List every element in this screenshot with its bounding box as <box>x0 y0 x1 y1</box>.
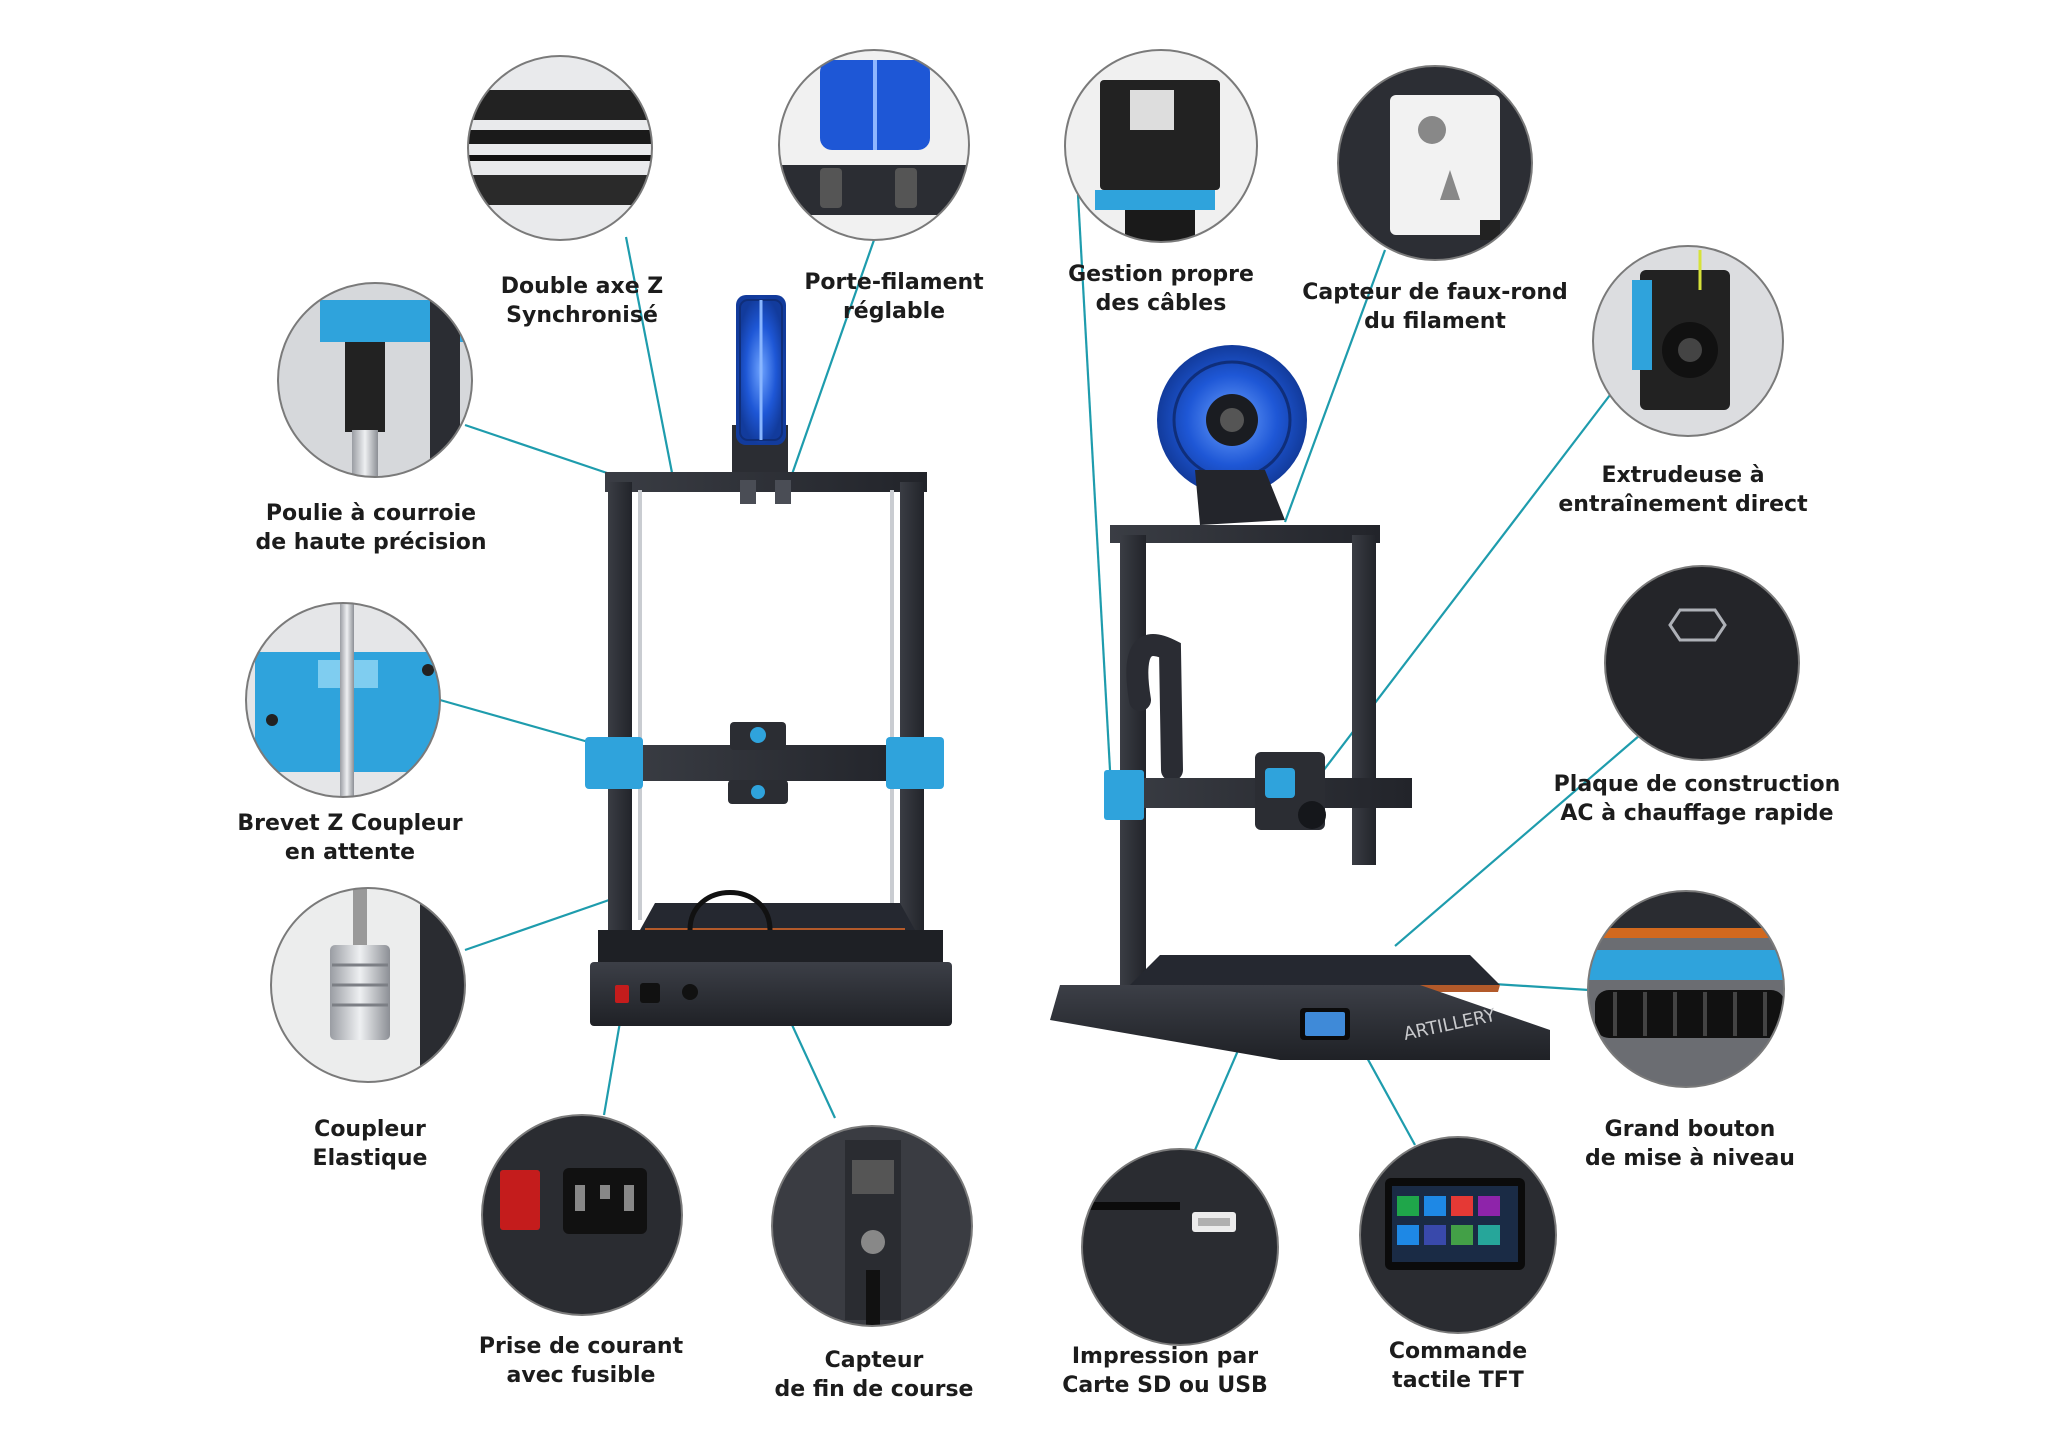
circle-commande <box>1360 1137 1556 1333</box>
detail-circles <box>245 49 1800 1346</box>
printer-front-view <box>585 295 952 1026</box>
power-switch-icon <box>500 1170 540 1230</box>
sd-slot-icon <box>1090 1202 1180 1210</box>
circle-coupleur <box>271 888 465 1082</box>
power-socket-icon <box>563 1168 647 1234</box>
circle-faux-rond <box>1338 66 1532 260</box>
circle-porte-filament <box>779 50 969 240</box>
circle-plaque <box>1605 566 1799 760</box>
circle-double-z <box>468 56 652 240</box>
printer-angled-view: ARTILLERY <box>1050 345 1550 1060</box>
circle-poulie <box>278 283 472 477</box>
circle-gestion <box>1065 50 1257 242</box>
circle-capteur-fin <box>772 1126 972 1326</box>
circle-brevet <box>246 603 440 797</box>
circle-extrudeuse <box>1593 246 1783 436</box>
circle-impression <box>1082 1149 1278 1345</box>
circle-grand-bouton <box>1588 891 1784 1087</box>
circle-prise <box>482 1115 682 1315</box>
